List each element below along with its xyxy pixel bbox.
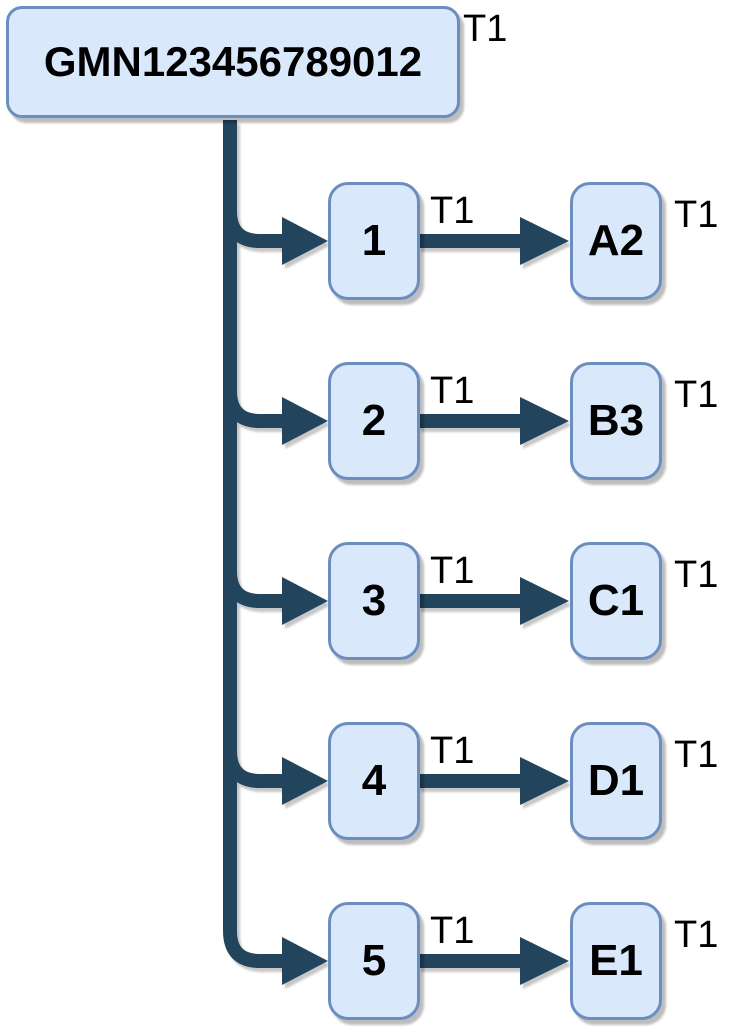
node-label: A2 — [587, 216, 645, 265]
node-tag: T1 — [674, 734, 719, 776]
link-arrowhead-icon — [520, 217, 569, 265]
node-tag: T1 — [430, 190, 475, 232]
node-label: E1 — [589, 936, 643, 985]
node-level2[interactable]: E1 — [570, 902, 662, 1020]
node-level2[interactable]: D1 — [570, 722, 662, 840]
node-level1[interactable]: 1 — [328, 182, 420, 300]
node-root-label: GMN123456789012 — [43, 38, 423, 85]
node-label: C1 — [587, 576, 645, 625]
branch-arrowhead-icon — [282, 937, 328, 985]
node-label: B3 — [587, 396, 645, 445]
node-tag: T1 — [674, 374, 719, 416]
node-level2[interactable]: B3 — [570, 362, 662, 480]
node-tag: T1 — [463, 8, 508, 50]
node-level1[interactable]: 4 — [328, 722, 420, 840]
node-tag: T1 — [674, 194, 719, 236]
node-label: 3 — [361, 576, 387, 625]
node-tag: T1 — [430, 910, 475, 952]
node-tag: T1 — [674, 914, 719, 956]
branch-arrowhead-icon — [282, 577, 328, 625]
node-tag: T1 — [430, 370, 475, 412]
node-level1[interactable]: 3 — [328, 542, 420, 660]
node-tag: T1 — [674, 554, 719, 596]
branch-connector — [223, 750, 282, 788]
node-root[interactable]: GMN123456789012 — [6, 6, 460, 118]
node-level2[interactable]: A2 — [570, 182, 662, 300]
branch-connector — [223, 390, 282, 428]
node-label: 1 — [361, 216, 387, 265]
node-label: 4 — [361, 756, 387, 805]
branch-connector — [223, 570, 282, 608]
node-label: 2 — [361, 396, 387, 445]
node-level2[interactable]: C1 — [570, 542, 662, 660]
node-label: 5 — [361, 936, 387, 985]
link-arrowhead-icon — [520, 757, 569, 805]
link-arrowhead-icon — [520, 397, 569, 445]
node-tag: T1 — [430, 550, 475, 592]
link-arrowhead-icon — [520, 577, 569, 625]
branch-arrowhead-icon — [282, 757, 328, 805]
node-label: D1 — [587, 756, 645, 805]
node-level1[interactable]: 2 — [328, 362, 420, 480]
node-tag: T1 — [430, 730, 475, 772]
link-arrowhead-icon — [520, 937, 569, 985]
node-level1[interactable]: 5 — [328, 902, 420, 1020]
branch-connector — [223, 930, 282, 968]
branch-connector — [223, 210, 282, 248]
branch-arrowhead-icon — [282, 217, 328, 265]
branch-arrowhead-icon — [282, 397, 328, 445]
